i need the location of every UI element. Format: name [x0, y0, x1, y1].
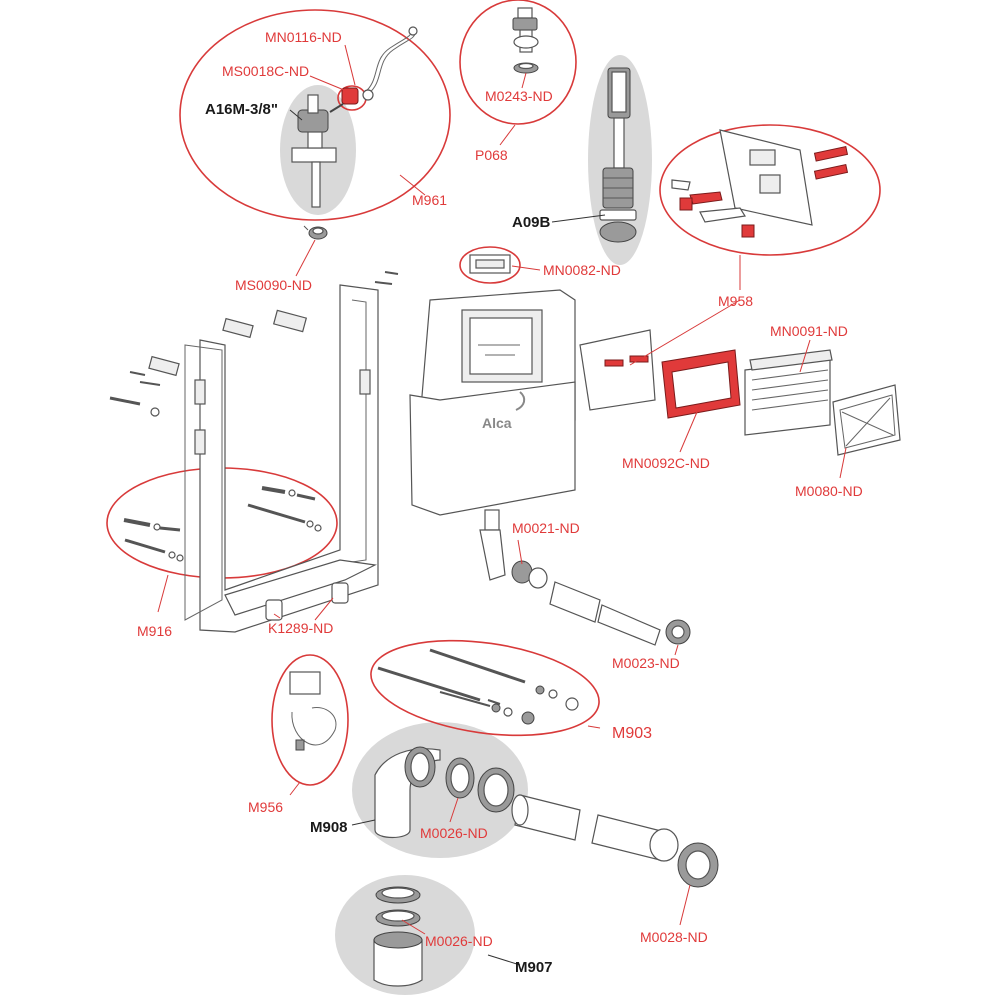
label-m0243[interactable]: M0243-ND — [485, 88, 553, 104]
group-ring-mn0082[interactable] — [459, 246, 521, 284]
clip-mn0082[interactable] — [469, 254, 511, 274]
label-m0021[interactable]: M0021-ND — [512, 520, 580, 536]
label-m908[interactable]: M908 — [310, 819, 348, 836]
label-m0026-lower[interactable]: M0026-ND — [425, 933, 493, 949]
valve-p068[interactable] — [512, 7, 539, 74]
label-a09b[interactable]: A09B — [512, 214, 551, 231]
rod-set-m903[interactable] — [377, 648, 579, 725]
label-m956[interactable]: M956 — [248, 799, 283, 815]
pipe-set-lower[interactable] — [511, 794, 719, 888]
label-m0080[interactable]: M0080-ND — [795, 483, 863, 499]
label-m0028[interactable]: M0028-ND — [640, 929, 708, 945]
pipe-set-upper[interactable] — [511, 560, 691, 646]
clamp-m956[interactable] — [289, 671, 337, 751]
label-mn0091[interactable]: MN0091-ND — [770, 323, 848, 339]
installation-frame[interactable] — [184, 284, 379, 633]
cistern-tank[interactable] — [409, 289, 576, 581]
group-ring-m903[interactable] — [365, 627, 605, 748]
adapter-m907[interactable] — [373, 886, 423, 987]
label-p068[interactable]: P068 — [475, 147, 508, 163]
brackets-small[interactable] — [109, 271, 399, 417]
label-ms0018c[interactable]: MS0018C-ND — [222, 63, 309, 79]
box-mn0091[interactable] — [744, 349, 833, 436]
label-ms0090[interactable]: MS0090-ND — [235, 277, 312, 293]
mounting-plate-m958[interactable] — [671, 129, 849, 238]
bracket-plate[interactable] — [579, 329, 656, 411]
label-m0026-upper[interactable]: M0026-ND — [420, 825, 488, 841]
label-m903[interactable]: M903 — [612, 725, 652, 742]
label-k1289[interactable]: K1289-ND — [268, 620, 333, 636]
nut-ms0090[interactable] — [303, 225, 328, 240]
label-m0023[interactable]: M0023-ND — [612, 655, 680, 671]
elbow-m908[interactable] — [374, 746, 515, 839]
plate-m0080[interactable] — [832, 384, 901, 456]
group-ring-m961[interactable] — [179, 9, 451, 221]
fill-valve-a16m[interactable] — [291, 26, 418, 208]
label-mn0092c[interactable]: MN0092C-ND — [622, 455, 710, 471]
frame-mn0092c[interactable] — [661, 349, 741, 419]
label-mn0082[interactable]: MN0082-ND — [543, 262, 621, 278]
label-m961[interactable]: M961 — [412, 192, 447, 208]
brand-logo: Alca — [482, 415, 512, 431]
label-mn0116[interactable]: MN0116-ND — [265, 29, 342, 45]
label-a16m[interactable]: A16M-3/8" — [205, 101, 278, 118]
screw-set-m916[interactable] — [123, 486, 322, 562]
group-ring-m956[interactable] — [271, 654, 349, 786]
label-m958[interactable]: M958 — [718, 293, 753, 309]
label-m916[interactable]: M916 — [137, 623, 172, 639]
group-ring-p068[interactable] — [459, 0, 577, 125]
flush-valve-a09b[interactable] — [599, 67, 637, 243]
leader-lines — [157, 44, 847, 966]
label-m907[interactable]: M907 — [515, 959, 553, 976]
group-ring-m958[interactable] — [659, 124, 881, 256]
sleeves-k1289[interactable] — [265, 582, 349, 621]
brand-swoosh — [515, 391, 526, 411]
